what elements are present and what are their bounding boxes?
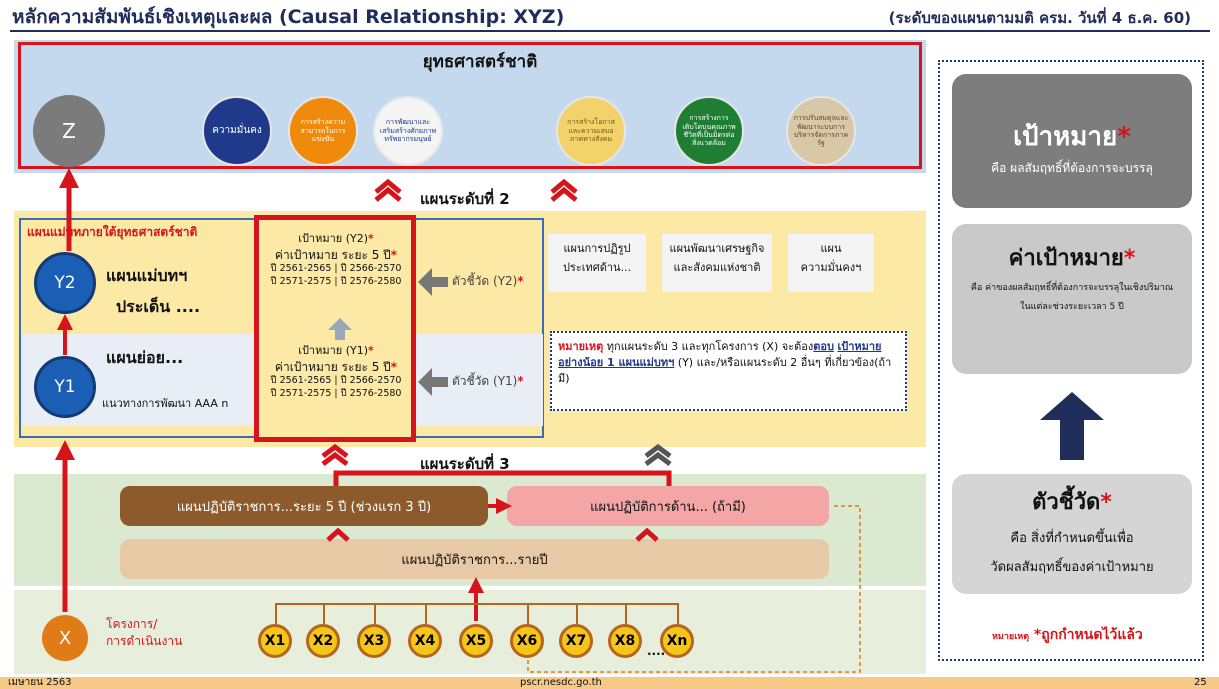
footer-page: 25 <box>1194 677 1207 688</box>
x-circle: X <box>42 615 88 661</box>
action-plan-box: แผนปฏิบัติการด้าน... (ถ้ามี) <box>507 486 829 526</box>
strategy-icon-social-equality: การสร้างโอกาสและความเสมอภาคทางสังคม <box>556 96 626 166</box>
level2-note-box: หมายเหตุ ทุกแผนระดับ 3 และทุกโครงการ (X)… <box>550 331 907 411</box>
y1-periods-1: ปี 2561-2565 | ปี 2566-2570 <box>270 375 402 387</box>
strategy-icon-security: ความมั่นคง <box>202 96 272 166</box>
strategy-icon-human-resources: การพัฒนาและเสริมสร้างศักยภาพทรัพยากรมนุษ… <box>373 96 443 166</box>
project-x2: X2 <box>306 624 340 658</box>
target-card-title: ค่าเป้าหมาย* <box>1008 246 1136 271</box>
annual-plan-box: แผนปฏิบัติราชการ...รายปี <box>120 539 829 579</box>
project-x7: X7 <box>559 624 593 658</box>
title-underline <box>10 30 1210 32</box>
strategy-frame <box>18 42 922 169</box>
master-plan-issue: ประเด็น .... <box>116 297 201 316</box>
strategy-icon-public-administration: การปรับสมดุลและพัฒนาระบบการบริหารจัดการภ… <box>786 96 856 166</box>
indicator-card-title: ตัวชี้วัด* <box>1032 490 1112 515</box>
reform-plan-box: แผนการปฏิรูปประเทศด้าน... <box>548 234 646 292</box>
indicator-y1-label: ตัวชี้วัด (Y1)* <box>452 374 524 388</box>
level2-chevron-right <box>550 178 578 202</box>
footer-bar <box>0 677 1219 689</box>
strategy-icon-competitiveness: การสร้างความสามารถในการแข่งขัน <box>288 96 358 166</box>
goal-divider-dots <box>956 210 1188 213</box>
footer-date: เมษายน 2563 <box>8 677 72 688</box>
master-plan-name: แผนแม่บทฯ <box>106 266 188 285</box>
y2-periods-2: ปี 2571-2575 | ปี 2576-2580 <box>270 275 402 287</box>
y1-goal-box: เป้าหมาย (Y1)* ค่าเป้าหมาย ระยะ 5 ปี* ปี… <box>262 344 410 401</box>
sub-plan-guide: แนวทางการพัฒนา AAA n <box>102 397 229 410</box>
project-x5: X5 <box>459 624 493 658</box>
goal-card: เป้าหมาย* คือ ผลสัมฤทธิ์ที่ต้องการจะบรรล… <box>952 74 1192 208</box>
y2-target-line: ค่าเป้าหมาย ระยะ 5 ปี* <box>274 247 398 262</box>
project-x6: X6 <box>510 624 544 658</box>
project-x8: X8 <box>608 624 642 658</box>
target-card-desc: คือ ค่าของผลสัมฤทธิ์ที่ต้องการจะบรรลุในเ… <box>970 283 1174 293</box>
project-caption: โครงการ/ การดำเนินงาน <box>106 617 183 648</box>
strategy-icon-green-growth: การสร้างการเติบโตบนคุณภาพชีวิตที่เป็นมิต… <box>674 96 744 166</box>
y2-goal-line: เป้าหมาย (Y2)* <box>298 232 374 245</box>
indicator-card: ตัวชี้วัด* คือ สิ่งที่กำหนดขึ้นเพื่อ วัด… <box>952 474 1192 594</box>
sub-plan-name: แผนย่อย... <box>106 348 184 367</box>
z-label: Z <box>62 119 76 143</box>
gov-plan-5yr-box: แผนปฏิบัติราชการ...ระยะ 5 ปี (ช่วงแรก 3 … <box>120 486 488 526</box>
y2-goal-box: เป้าหมาย (Y2)* ค่าเป้าหมาย ระยะ 5 ปี* ปี… <box>262 232 410 289</box>
economic-plan-box: แผนพัฒนาเศรษฐกิจและสังคมแห่งชาติ <box>662 234 772 292</box>
level2-chevron-left <box>374 178 402 202</box>
security-plan-box: แผนความมั่นคงฯ <box>788 234 874 292</box>
project-xn: Xn <box>660 624 694 658</box>
indicator-y2-label: ตัวชี้วัด (Y2)* <box>452 274 524 288</box>
indicator-card-desc1: คือ สิ่งที่กำหนดขึ้นเพื่อ <box>1010 531 1134 546</box>
page-subtitle: (ระดับของแผนตามมติ ครม. วันที่ 4 ธ.ค. 60… <box>888 9 1191 27</box>
note-label: หมายเหตุ <box>558 340 604 353</box>
level3-chevron-right <box>644 443 672 466</box>
y2-periods-1: ปี 2561-2565 | ปี 2566-2570 <box>270 263 402 275</box>
strategy-heading: ยุทธศาสตร์ชาติ <box>422 52 538 72</box>
project-x4: X4 <box>408 624 442 658</box>
y1-target-line: ค่าเป้าหมาย ระยะ 5 ปี* <box>274 359 398 374</box>
level3-chevron-left <box>321 443 349 466</box>
project-x3: X3 <box>357 624 391 658</box>
indicator-card-desc2: วัดผลสัมฤทธิ์ของค่าเป้าหมาย <box>990 560 1154 575</box>
footer-site: pscr.nesdc.go.th <box>520 677 602 688</box>
target-card: ค่าเป้าหมาย* คือ ค่าของผลสัมฤทธิ์ที่ต้อง… <box>952 224 1192 374</box>
goal-card-title: เป้าหมาย* <box>1013 122 1131 152</box>
y1-periods-2: ปี 2571-2575 | ปี 2576-2580 <box>270 387 402 399</box>
target-card-desc2: ในแต่ละช่วงระยะเวลา 5 ปี <box>1020 302 1124 313</box>
panel-note: หมายเหตุ *ถูกกำหนดไว้แล้ว <box>992 627 1143 643</box>
strategy-band <box>14 40 926 173</box>
z-circle: Z <box>33 95 105 167</box>
project-x1: X1 <box>258 624 292 658</box>
master-plan-heading: แผนแม่บทภายใต้ยุทธศาสตร์ชาติ <box>27 225 198 239</box>
definition-panel <box>938 60 1204 661</box>
y2-circle: Y2 <box>34 252 96 314</box>
level2-label: แผนระดับที่ 2 <box>420 190 510 208</box>
y1-circle: Y1 <box>34 356 96 418</box>
level3-label: แผนระดับที่ 3 <box>420 455 510 473</box>
goal-card-desc: คือ ผลสัมฤทธิ์ที่ต้องการจะบรรลุ <box>991 161 1153 175</box>
page-title: หลักความสัมพันธ์เชิงเหตุและผล (Causal Re… <box>12 6 565 28</box>
y1-goal-line: เป้าหมาย (Y1)* <box>298 344 374 357</box>
